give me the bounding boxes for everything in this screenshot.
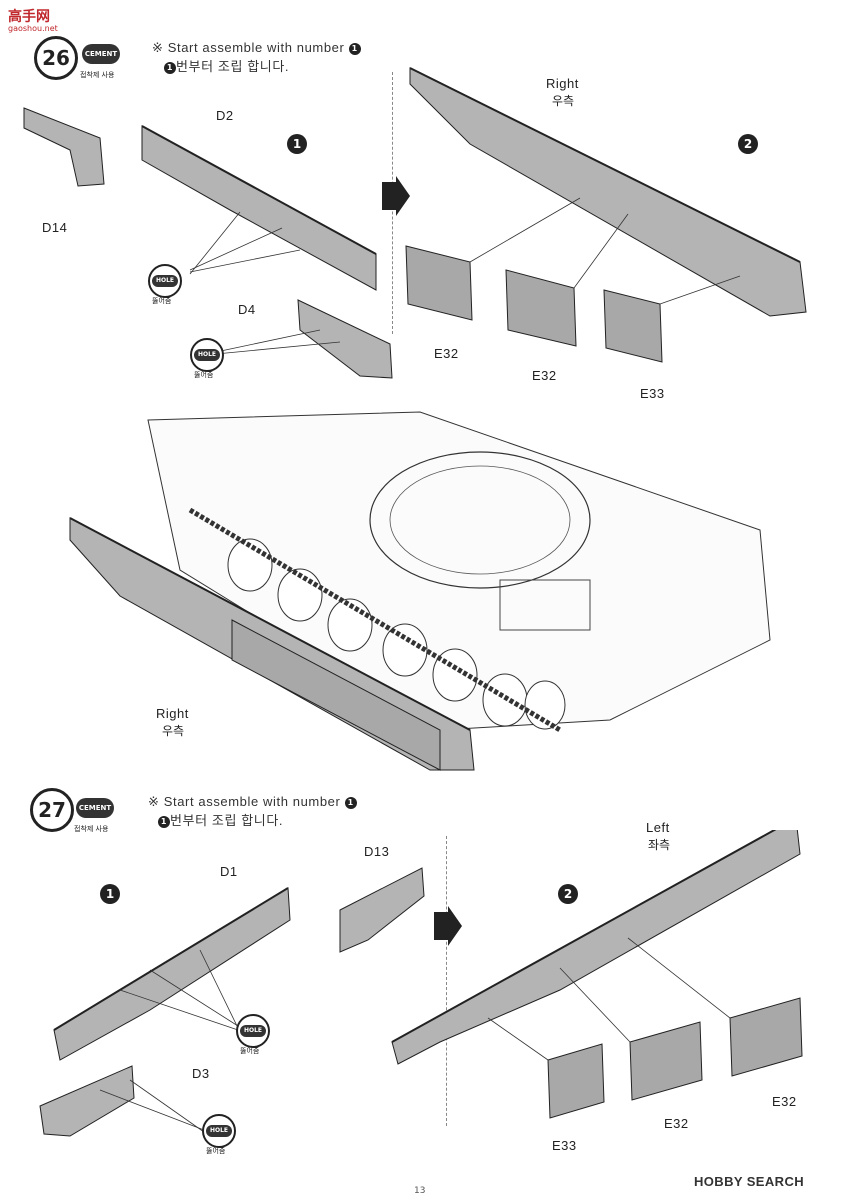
step-27-note-en: ※ Start assemble with number 1	[148, 794, 357, 810]
tank-hull-diagram	[69, 411, 771, 771]
label-e33: E33	[640, 386, 665, 401]
label-d14: D14	[42, 220, 68, 235]
bullet-1-icon: 1	[344, 797, 357, 809]
step-26-number: 26	[34, 36, 78, 80]
substep-1-marker: 1	[100, 884, 120, 904]
label-d4: D4	[238, 302, 256, 317]
label-d3: D3	[192, 1066, 210, 1081]
label-d1: D1	[220, 864, 238, 879]
label-right-hull: Right	[156, 706, 189, 721]
hole-sub: 뚫어줌	[194, 371, 214, 379]
label-e32-b: E32	[772, 1094, 797, 1109]
bullet-1-icon: 1	[348, 43, 361, 55]
label-right-hull-ko: 우측	[162, 724, 185, 738]
step-26-note-en: ※ Start assemble with number 1	[152, 40, 361, 56]
divider	[446, 836, 447, 1126]
substep-2-marker: 2	[558, 884, 578, 904]
label-right-ko: 우측	[552, 94, 575, 108]
label-d2: D2	[216, 108, 234, 123]
hole-sub: 뚫어줌	[240, 1047, 260, 1055]
label-left: Left	[646, 820, 670, 835]
cement-sub: 접착제 사용	[80, 71, 115, 79]
label-d13: D13	[364, 844, 390, 859]
bullet-1-icon: 1	[158, 816, 170, 828]
label-e32-a: E32	[434, 346, 459, 361]
label-e33: E33	[552, 1138, 577, 1153]
step-27-diagram	[39, 830, 803, 1137]
substep-2-marker: 2	[738, 134, 758, 154]
page-number: 13	[414, 1186, 426, 1196]
cement-sub: 접착제 사용	[74, 825, 109, 833]
hole-badge: HOLE	[190, 338, 224, 372]
hole-sub: 뚫어줌	[206, 1147, 226, 1155]
hole-badge: HOLE	[148, 264, 182, 298]
cement-badge: CEMENT	[82, 44, 120, 64]
hole-badge: HOLE	[236, 1014, 270, 1048]
label-e32-b: E32	[532, 368, 557, 383]
hole-badge: HOLE	[202, 1114, 236, 1148]
step-27-number: 27	[30, 788, 74, 832]
substep-1-marker: 1	[287, 134, 307, 154]
label-right: Right	[546, 76, 579, 91]
watermark-url: gaoshou.net	[8, 24, 58, 33]
brand-watermark: HOBBY SEARCH	[694, 1174, 805, 1189]
label-left-ko: 좌측	[648, 838, 671, 852]
cement-badge: CEMENT	[76, 798, 114, 818]
label-e32-a: E32	[664, 1116, 689, 1131]
hole-sub: 뚫어줌	[152, 297, 172, 305]
bullet-1-icon: 1	[164, 62, 176, 74]
step-26-diagram	[23, 67, 807, 379]
watermark-logo: 高手网	[8, 9, 50, 25]
